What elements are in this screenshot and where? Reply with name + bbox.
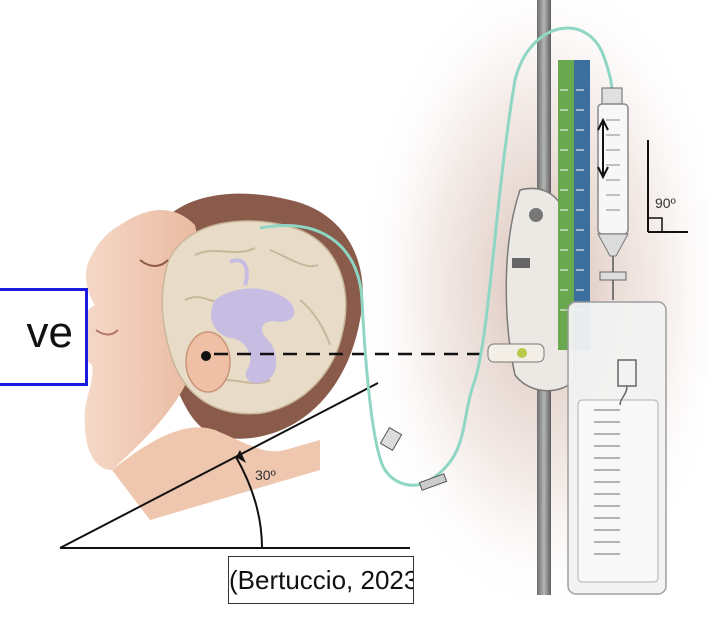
chamber-stopcock	[600, 272, 626, 280]
tragus-marker	[201, 351, 211, 361]
ear	[186, 332, 230, 392]
zero-level-indicator	[488, 344, 544, 362]
level-bubble	[517, 348, 527, 358]
citation-box: (Bertuccio, 2023)	[228, 556, 414, 604]
bag-inner	[578, 400, 658, 582]
neck	[112, 427, 320, 520]
cropped-word-box: ve	[0, 288, 88, 386]
bracket-clamp	[512, 258, 530, 268]
right-angle-label: 90º	[655, 195, 676, 211]
bracket-knob	[529, 208, 543, 222]
bed-angle-label: 30º	[255, 467, 276, 483]
